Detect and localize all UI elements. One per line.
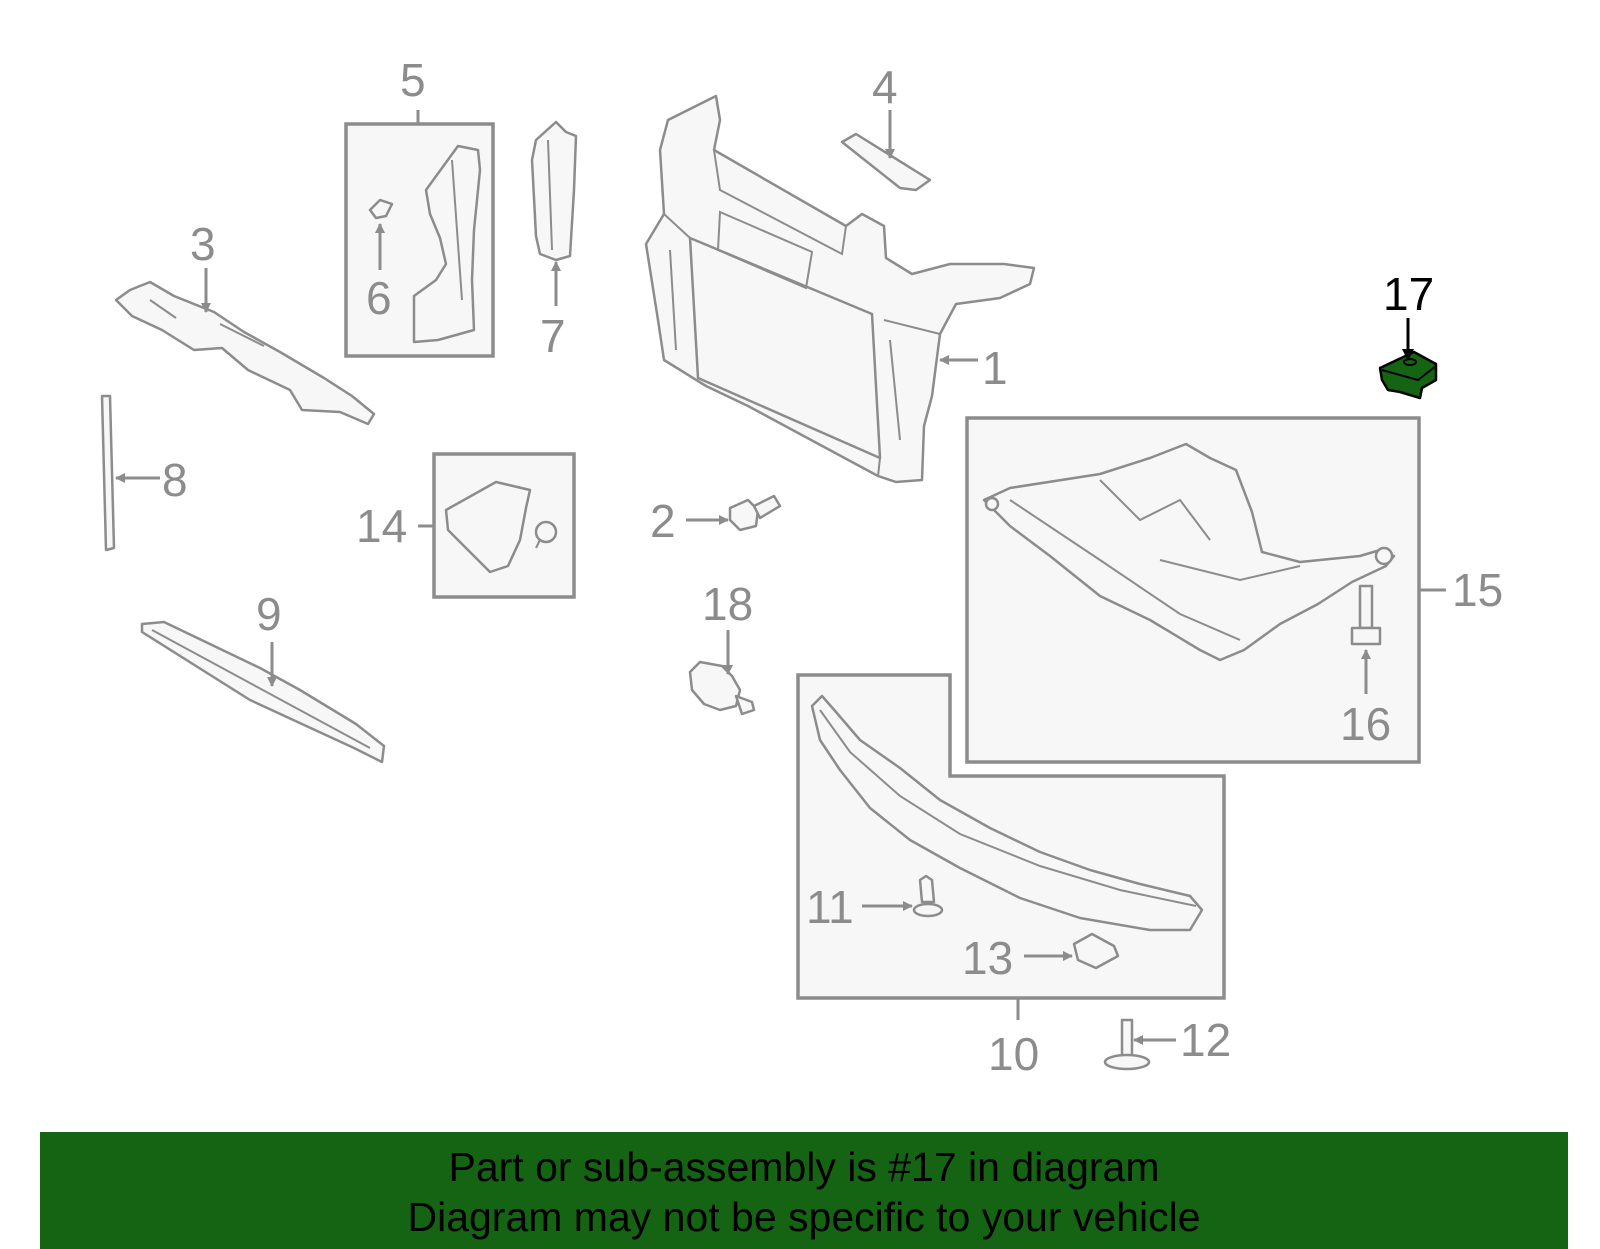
callout-16: 16	[1340, 698, 1391, 750]
part-5[interactable]	[412, 144, 482, 344]
callout-11: 11	[806, 881, 854, 933]
callout-8: 8	[162, 454, 188, 506]
callout-15: 15	[1452, 564, 1503, 616]
callout-4: 4	[872, 61, 898, 113]
callout-6: 6	[366, 272, 392, 324]
part-15-splash-shield[interactable]	[982, 442, 1396, 662]
part-13[interactable]	[1072, 932, 1120, 970]
part-3[interactable]	[114, 280, 376, 426]
part-18[interactable]	[688, 660, 756, 716]
part-4[interactable]	[840, 132, 932, 192]
callout-13: 13	[962, 932, 1013, 984]
callout-12: 12	[1180, 1014, 1231, 1066]
callout-2: 2	[650, 495, 676, 547]
callout-10: 10	[988, 1028, 1039, 1080]
callout-9: 9	[256, 588, 282, 640]
part-1-radiator-support[interactable]	[644, 94, 1036, 484]
part-6[interactable]	[368, 198, 394, 220]
callout-18: 18	[702, 578, 753, 630]
part-17-highlighted[interactable]	[1378, 350, 1438, 400]
part-16-bolt[interactable]	[1350, 584, 1382, 646]
part-11-clip[interactable]	[912, 874, 944, 918]
part-9[interactable]	[140, 620, 386, 764]
banner-line-1: Part or sub-assembly is #17 in diagram	[448, 1144, 1160, 1190]
callout-3: 3	[190, 218, 216, 270]
callout-17: 17	[1383, 268, 1434, 320]
callout-5: 5	[400, 54, 426, 106]
part-10-bumper[interactable]	[810, 694, 1204, 932]
callout-1: 1	[982, 342, 1008, 394]
part-2-bolt[interactable]	[728, 494, 782, 532]
banner-line-2: Diagram may not be specific to your vehi…	[407, 1194, 1201, 1240]
callout-14: 14	[356, 500, 407, 552]
part-8[interactable]	[100, 394, 116, 552]
part-7[interactable]	[530, 120, 578, 262]
part-12-push-pin[interactable]	[1103, 1018, 1151, 1071]
callout-7: 7	[540, 310, 566, 362]
info-banner: Part or sub-assembly is #17 in diagram D…	[40, 1132, 1568, 1249]
part-14[interactable]	[444, 480, 558, 574]
